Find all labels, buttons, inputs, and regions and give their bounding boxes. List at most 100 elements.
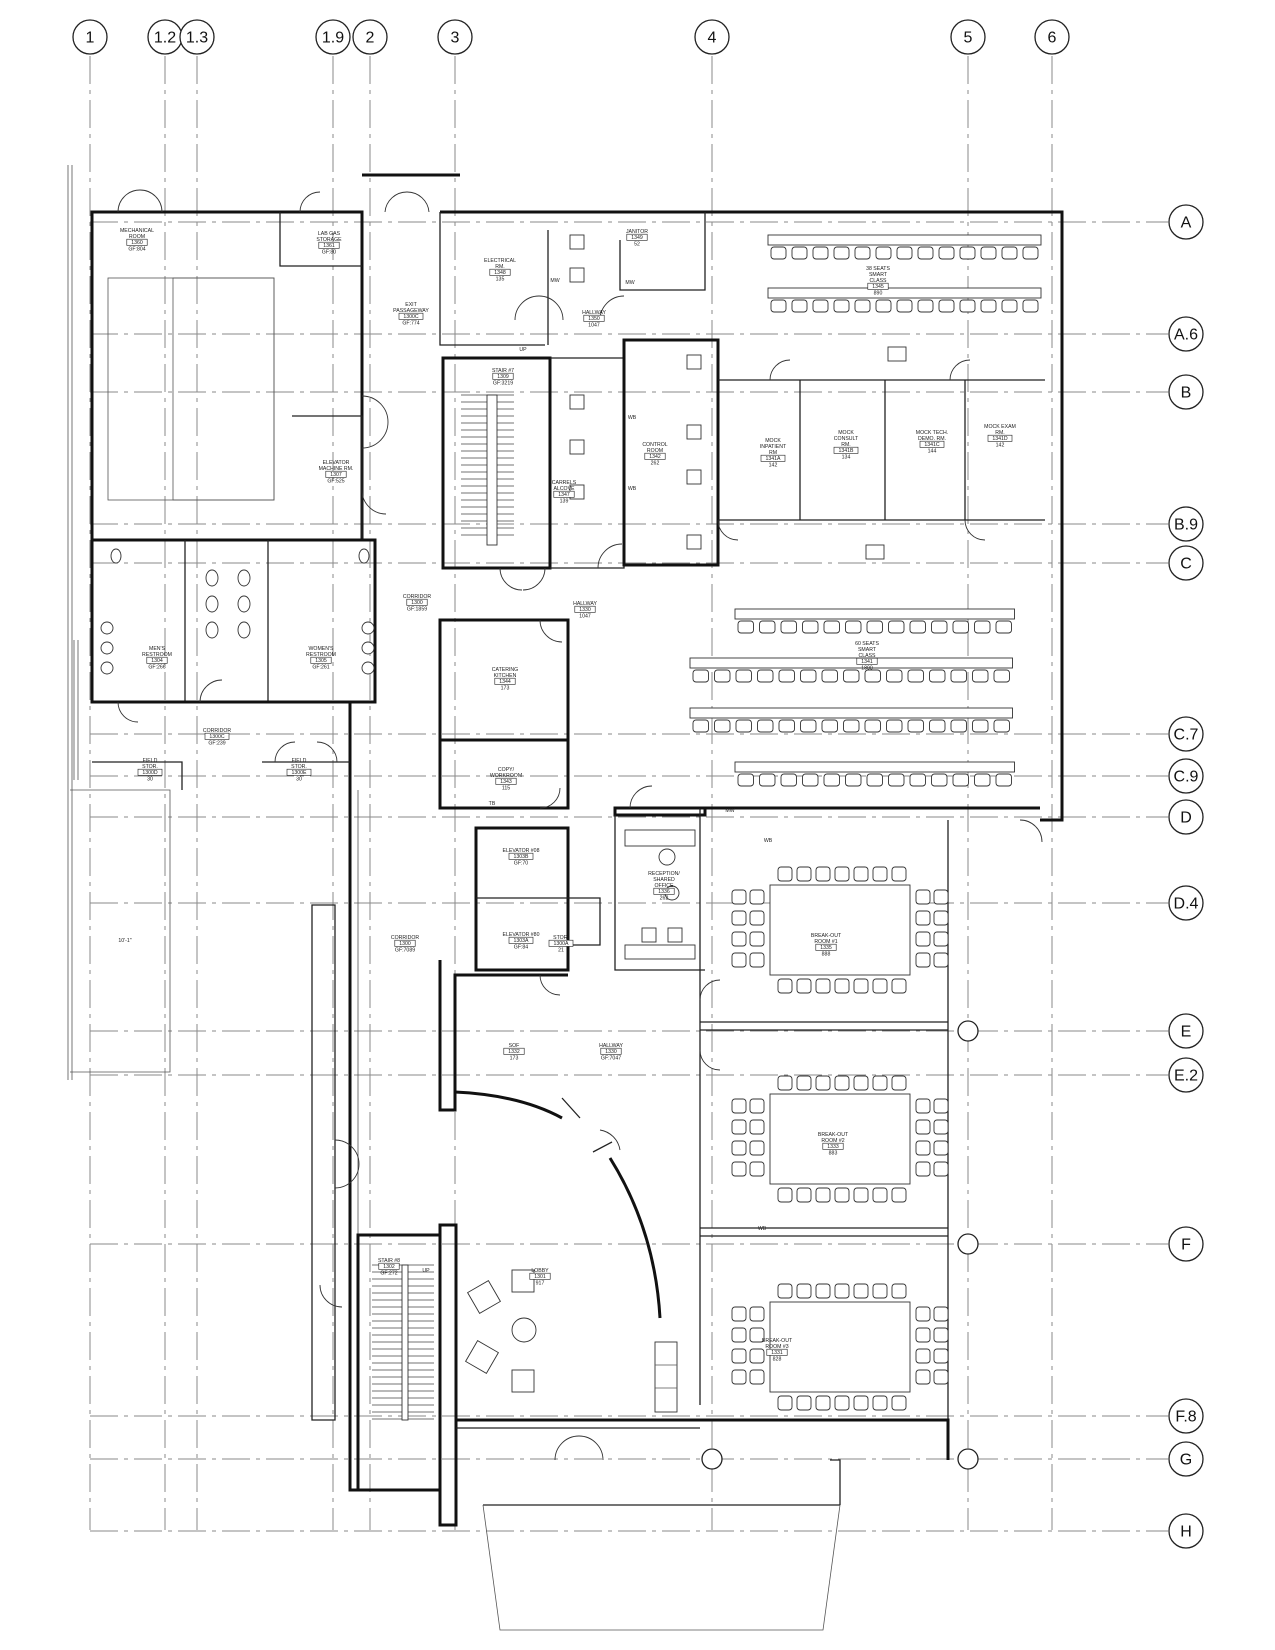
room-area: 262 bbox=[651, 461, 660, 467]
room-name-line: CONSULT bbox=[834, 436, 859, 442]
column-markers bbox=[701, 1020, 979, 1470]
chair bbox=[915, 1369, 931, 1385]
room-tag-box bbox=[310, 656, 332, 664]
note-dimension: 10'-1" bbox=[118, 938, 131, 944]
room-name-line: ROOM bbox=[129, 234, 145, 240]
room-tag-box bbox=[856, 657, 878, 665]
chair bbox=[845, 620, 862, 634]
chair bbox=[866, 773, 883, 787]
stair-stringer bbox=[401, 1264, 409, 1421]
chair bbox=[933, 910, 949, 926]
grid-label-row-e2: E.2 bbox=[1174, 1068, 1198, 1085]
room-area: 1047 bbox=[579, 614, 591, 620]
room-name-line: MEN'S bbox=[149, 646, 166, 652]
room-tag-box bbox=[822, 1142, 844, 1150]
chair bbox=[759, 620, 776, 634]
room-name-line: SMART bbox=[858, 647, 877, 653]
chair bbox=[791, 299, 808, 313]
chair bbox=[853, 866, 869, 882]
grid-bubble-col-1 bbox=[72, 19, 108, 55]
room-tag-box bbox=[574, 605, 596, 613]
chair bbox=[907, 719, 924, 733]
chair bbox=[933, 1119, 949, 1135]
room-name-line: 38 SEATS bbox=[866, 266, 890, 272]
chair bbox=[950, 719, 967, 733]
chair bbox=[834, 978, 850, 994]
room-name-line: BREAK-OUT bbox=[762, 1338, 793, 1344]
room-name-line: ELECTRICAL bbox=[484, 258, 516, 264]
room-number: 1303B bbox=[513, 854, 529, 860]
sink bbox=[100, 621, 114, 635]
chair bbox=[907, 669, 924, 683]
stair-stringer bbox=[486, 394, 498, 546]
grid-bubble-row-d4 bbox=[1168, 885, 1204, 921]
conference-table bbox=[769, 884, 911, 976]
room-name-line: DEMO. RM. bbox=[918, 436, 946, 442]
chair bbox=[872, 1283, 888, 1299]
grid-bubble-row-e bbox=[1168, 1013, 1204, 1049]
room-name-line: BREAK-OUT bbox=[811, 933, 842, 939]
room-area: 142 bbox=[996, 443, 1005, 449]
grid-bubble-col-4 bbox=[694, 19, 730, 55]
chair bbox=[796, 866, 812, 882]
room-tag-box bbox=[508, 852, 534, 860]
chair bbox=[929, 719, 946, 733]
room-area: GF:84 bbox=[514, 945, 529, 951]
room-tag-box bbox=[318, 241, 340, 249]
room-area: 828 bbox=[773, 1357, 782, 1363]
room-name-line: STOR. bbox=[291, 764, 307, 770]
room-number: 1300C bbox=[403, 314, 419, 320]
room-number: 1347 bbox=[558, 492, 570, 498]
room-name-line: RM. bbox=[841, 442, 851, 448]
chair bbox=[915, 1306, 931, 1322]
chair bbox=[959, 246, 976, 260]
room-name-line: FIELD bbox=[292, 758, 307, 764]
room-name-line: CONTROL bbox=[642, 442, 667, 448]
room-name-line: FIELD bbox=[143, 758, 158, 764]
chair bbox=[933, 1140, 949, 1156]
room-area: 173 bbox=[501, 686, 510, 692]
chair bbox=[796, 1283, 812, 1299]
room-name-line: CORRIDOR bbox=[203, 728, 231, 734]
chair bbox=[749, 1348, 765, 1364]
chair bbox=[853, 1187, 869, 1203]
room-name-line: CATERING bbox=[492, 667, 518, 673]
desk-row bbox=[689, 707, 1013, 719]
chair bbox=[823, 620, 840, 634]
chair bbox=[821, 719, 838, 733]
room-name-line: RM. bbox=[995, 430, 1005, 436]
room-name-line: LOBBY bbox=[531, 1268, 549, 1274]
chair bbox=[802, 620, 819, 634]
conference-table bbox=[769, 1301, 911, 1393]
grid-bubble-col-1-9 bbox=[315, 19, 351, 55]
room-name-line: WORKROOM bbox=[490, 773, 522, 779]
room-number: 1300 bbox=[399, 941, 411, 947]
note-up-2: UP bbox=[422, 1268, 430, 1274]
room-area: 139 bbox=[560, 499, 569, 505]
chair bbox=[950, 669, 967, 683]
grid-bubble-row-c9 bbox=[1168, 758, 1204, 794]
chair bbox=[888, 773, 905, 787]
room-number: 1341B bbox=[838, 448, 854, 454]
room-number: 1341A bbox=[765, 456, 781, 462]
grid-label-col-1-3: 1.3 bbox=[186, 30, 208, 47]
chair bbox=[731, 1119, 747, 1135]
chair bbox=[931, 620, 948, 634]
room-area: GF:774 bbox=[402, 321, 419, 327]
chair bbox=[815, 978, 831, 994]
chair bbox=[933, 1306, 949, 1322]
chair bbox=[915, 1348, 931, 1364]
chair bbox=[692, 669, 709, 683]
chair bbox=[731, 1369, 747, 1385]
room-name-line: STAIR #8 bbox=[378, 1258, 400, 1264]
desk-row bbox=[689, 657, 1013, 669]
